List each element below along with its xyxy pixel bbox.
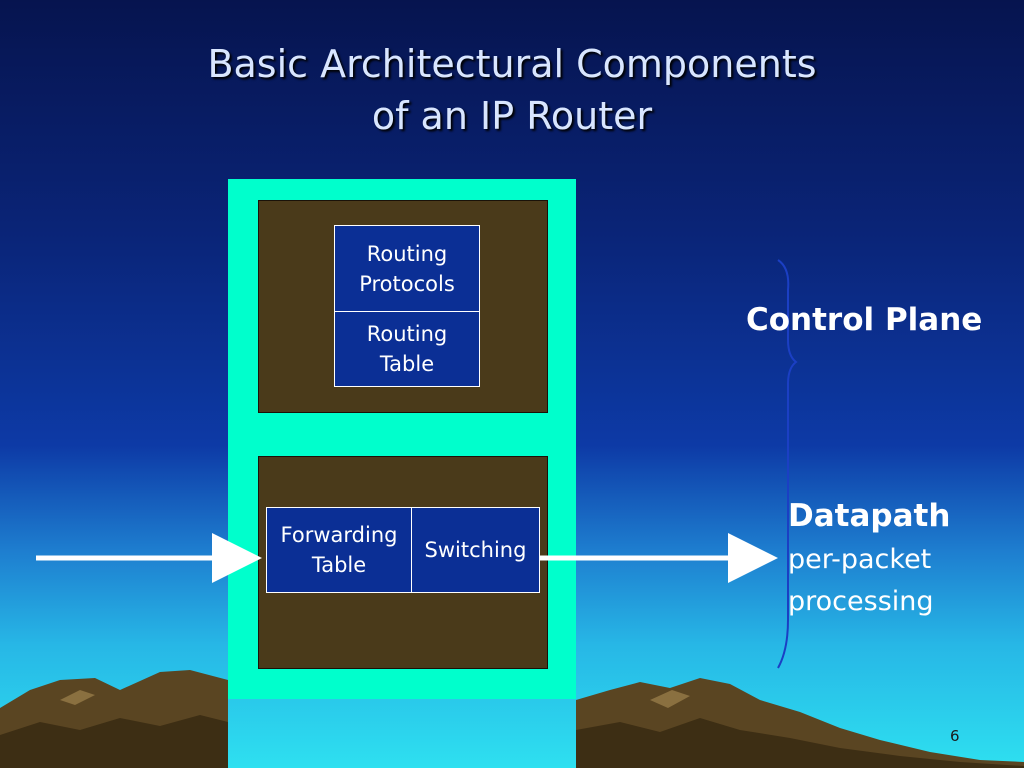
mountain-shadow-right <box>576 718 1024 768</box>
routing-table-cell: Routing Table <box>334 311 480 387</box>
processing-label: processing <box>788 586 934 617</box>
slide-title-line1: Basic Architectural Components <box>207 42 817 86</box>
per-packet-label: per-packet <box>788 544 932 575</box>
slide-title-line2: of an IP Router <box>371 94 653 138</box>
control-plane-label: Control Plane <box>746 302 983 338</box>
datapath-label: Datapath <box>788 498 951 534</box>
datapath-brace <box>777 418 789 669</box>
mountain-highlight-right <box>650 690 690 708</box>
mountain-shadow <box>0 715 228 768</box>
control-plane-brace <box>777 259 798 418</box>
switching-cell: Switching <box>411 507 540 593</box>
page-number: 6 <box>950 727 960 745</box>
forwarding-table-cell: Forwarding Table <box>266 507 412 593</box>
mountain-highlight <box>60 690 95 705</box>
